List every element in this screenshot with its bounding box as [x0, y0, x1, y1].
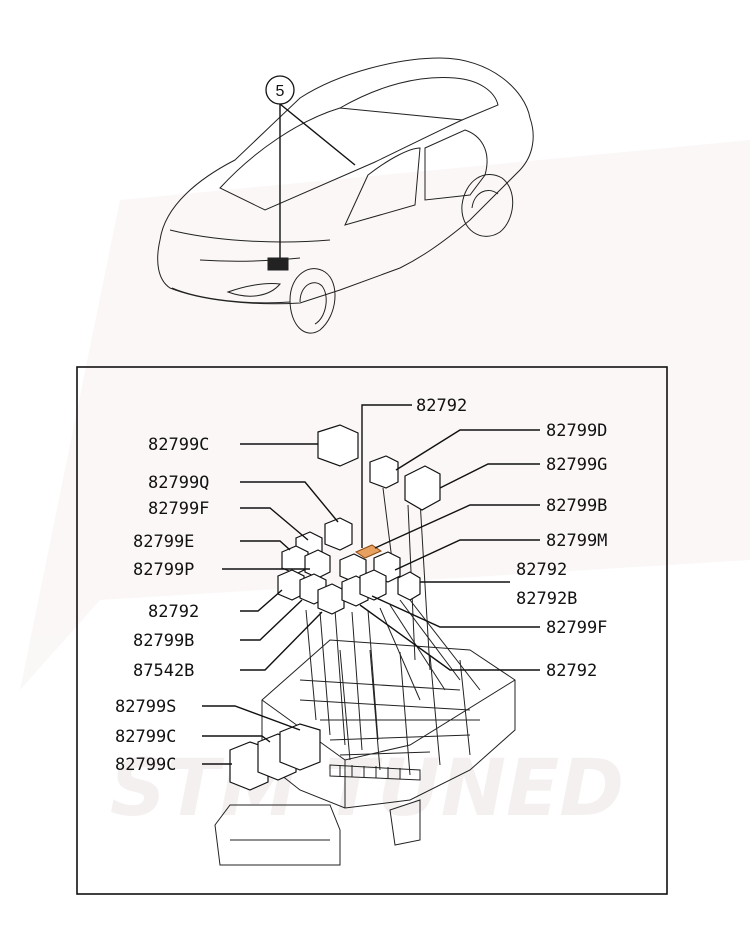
highlighted-relay — [354, 544, 383, 559]
part-label: 82792 — [416, 396, 467, 416]
part-label: 82799D — [546, 421, 607, 441]
watermark: STM TUNED — [20, 140, 750, 834]
detail-frame — [76, 366, 668, 895]
relay-82799c — [317, 424, 359, 467]
fuse-box-location-marker — [267, 257, 289, 271]
relay-82799g — [404, 465, 441, 511]
part-label: 82799E — [133, 532, 194, 552]
part-label: 82792 — [546, 661, 597, 681]
leader-lines — [202, 404, 540, 765]
callout-5: 5 — [265, 75, 356, 258]
watermark-text: STM TUNED — [110, 744, 624, 834]
labels-right: 82792 82799D 82799G 82799B 82799M 82792 … — [416, 396, 607, 681]
part-label: 82792 — [148, 602, 199, 622]
part-label: 82799M — [546, 531, 607, 551]
part-label: 82799S — [115, 697, 176, 717]
part-label: 82792B — [516, 589, 577, 609]
part-label: 82799F — [148, 499, 209, 519]
relays — [229, 424, 441, 791]
part-label: 82799C — [115, 755, 176, 775]
part-label: 82799C — [148, 435, 209, 455]
part-label: 87542B — [133, 661, 194, 681]
car-illustration — [157, 57, 534, 334]
part-label: 82799B — [133, 631, 194, 651]
part-label: 82799P — [133, 560, 194, 580]
labels-left: 82799C 82799Q 82799F 82799E 82799P 82792… — [115, 435, 209, 775]
relay-82799d — [369, 455, 399, 489]
part-label: 82799Q — [148, 473, 209, 493]
part-label: 82792 — [516, 560, 567, 580]
callout-number: 5 — [276, 83, 285, 100]
part-label: 82799B — [546, 496, 607, 516]
part-label: 82799G — [546, 455, 607, 475]
part-label: 82799F — [546, 618, 607, 638]
part-label: 82799C — [115, 727, 176, 747]
